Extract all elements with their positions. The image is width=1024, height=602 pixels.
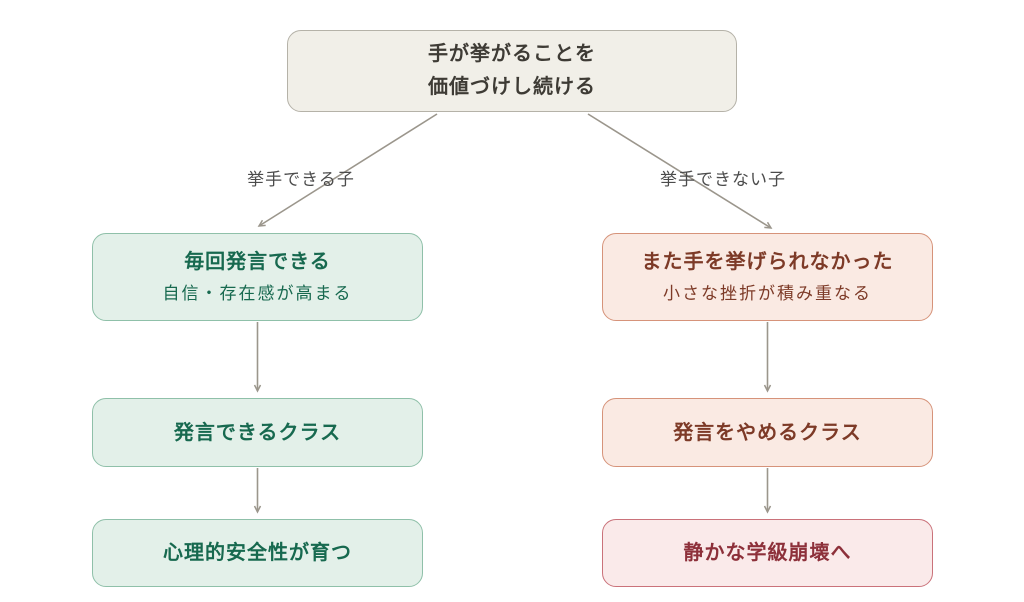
- node-left-3-title: 心理的安全性が育つ: [163, 542, 352, 564]
- node-right-2: 発言をやめるクラス: [602, 398, 933, 467]
- node-left-3: 心理的安全性が育つ: [92, 519, 423, 587]
- node-left-2-title: 発言できるクラス: [173, 421, 342, 444]
- node-right-3-title: 静かな学級崩壊へ: [683, 542, 852, 564]
- node-right-3: 静かな学級崩壊へ: [602, 519, 933, 587]
- node-right-1-subtitle: 小さな挫折が積み重なる: [663, 284, 872, 304]
- root-node-line2: 価値づけし続ける: [428, 76, 596, 98]
- node-left-1-title: 毎回発言できる: [184, 251, 331, 274]
- root-node: 手が挙がることを 価値づけし続ける: [287, 30, 737, 112]
- node-left-1: 毎回発言できる 自信・存在感が高まる: [92, 233, 423, 321]
- node-right-1: また手を挙げられなかった 小さな挫折が積み重なる: [602, 233, 933, 321]
- node-right-1-title: また手を挙げられなかった: [641, 251, 894, 274]
- node-left-1-subtitle: 自信・存在感が高まる: [162, 284, 353, 304]
- root-node-line1: 手が挙がることを: [428, 43, 596, 65]
- branch-label-can-raise-hand: 挙手できる子: [247, 170, 355, 189]
- node-left-2: 発言できるクラス: [92, 398, 423, 467]
- branch-label-cannot-raise-hand: 挙手できない子: [660, 170, 786, 189]
- node-right-2-title: 発言をやめるクラス: [673, 421, 862, 444]
